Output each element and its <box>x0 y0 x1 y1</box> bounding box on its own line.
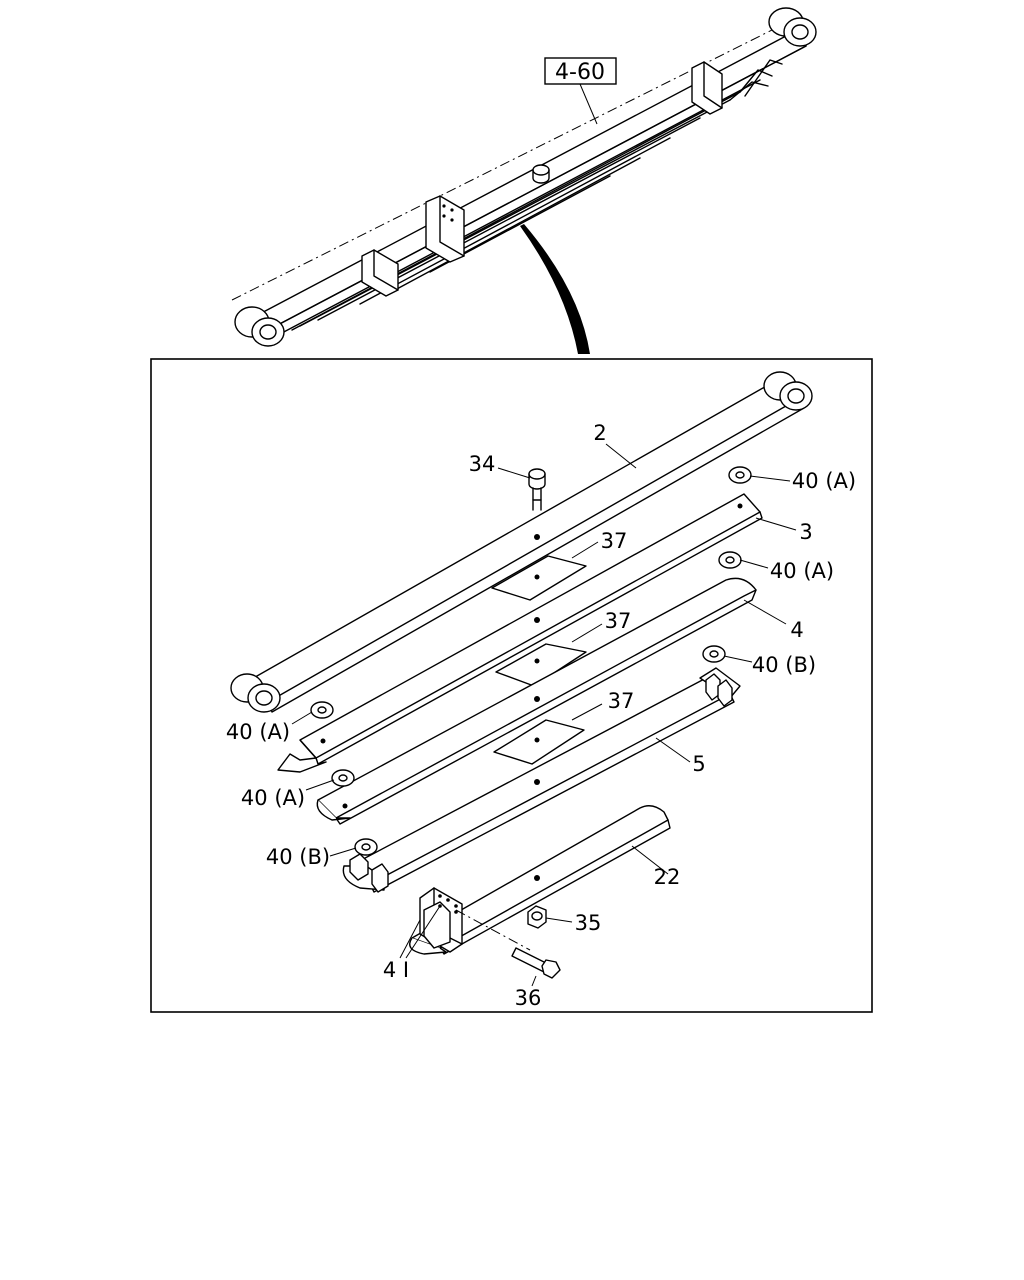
main-leaf <box>230 371 813 713</box>
callout-5: 5 <box>692 752 705 776</box>
callout-22: 22 <box>654 865 681 889</box>
leaf-22 <box>409 805 671 955</box>
center-clamp-bracket <box>419 887 463 953</box>
insert-pad-middle <box>495 643 587 687</box>
nut <box>527 905 547 929</box>
callout-3: 3 <box>799 520 812 544</box>
clamp-bolt <box>455 909 561 979</box>
callout-2: 2 <box>593 421 606 445</box>
callout-4: 4 <box>790 618 803 642</box>
callout-40a-1: 40 (A) <box>792 469 856 493</box>
callout-40a-3: 40 (A) <box>226 720 290 744</box>
callout-34: 34 <box>469 452 496 476</box>
leaf-5 <box>342 667 741 893</box>
center-bolt <box>528 468 546 511</box>
leaf-4 <box>316 577 757 825</box>
reference-box: 4-60 <box>544 57 617 125</box>
callout-37-lower: 37 <box>608 689 635 713</box>
insert-pad-lower <box>493 719 585 765</box>
leaf-3 <box>277 493 763 773</box>
callout-40b-1: 40 (B) <box>752 653 816 677</box>
callout-37-middle: 37 <box>605 609 632 633</box>
callout-37-upper: 37 <box>601 529 628 553</box>
callout-36: 36 <box>515 986 542 1010</box>
callout-40a-2: 40 (A) <box>770 559 834 583</box>
callout-40a-4: 40 (A) <box>241 786 305 810</box>
leader-lines <box>291 443 797 987</box>
callout-41: 4 I <box>383 958 409 982</box>
assembled-leaf-spring <box>231 7 817 347</box>
callout-35: 35 <box>575 911 602 935</box>
callout-40b-2: 40 (B) <box>266 845 330 869</box>
exploded-view-frame <box>150 358 873 1013</box>
detail-pointer-arrow <box>520 224 590 354</box>
reference-label: 4-60 <box>555 60 605 85</box>
